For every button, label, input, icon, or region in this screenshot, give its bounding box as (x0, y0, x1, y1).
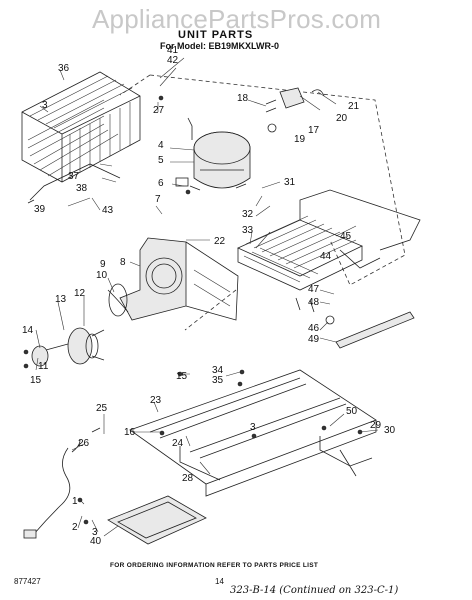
callout-36: 36 (58, 63, 70, 74)
callout-32: 32 (242, 209, 254, 220)
callout-24: 24 (172, 438, 184, 449)
callout-6: 6 (158, 178, 164, 189)
callout-45: 45 (340, 231, 352, 242)
callout-26: 26 (78, 438, 90, 449)
callout-27: 27 (153, 105, 165, 116)
callout-22: 22 (214, 236, 226, 247)
callout-15b: 15 (176, 371, 188, 382)
evaporator-coil (21, 71, 141, 204)
callout-12: 12 (74, 288, 86, 299)
callout-11: 11 (38, 361, 49, 372)
callout-41: 41 (167, 45, 179, 56)
callout-28: 28 (182, 473, 194, 484)
callout-42: 42 (167, 55, 179, 66)
callout-10: 10 (96, 270, 108, 281)
diagram-title: UNIT PARTS (178, 29, 254, 41)
callout-30: 30 (384, 425, 396, 436)
callout-1: 1 (72, 496, 78, 507)
callout-34: 34 (212, 365, 224, 376)
watermark: AppliancePartsPros.com (92, 4, 382, 34)
callout-38: 38 (76, 183, 88, 194)
callout-50: 50 (346, 406, 358, 417)
callout-7: 7 (155, 194, 161, 205)
callout-40: 40 (90, 536, 102, 547)
callout-19: 19 (294, 134, 306, 145)
callout-33: 33 (242, 225, 254, 236)
handwritten-note: 323-B-14 (Continued on 323-C-1) (230, 585, 399, 596)
callout-18: 18 (237, 93, 249, 104)
compressor (175, 117, 251, 191)
fan-motor (23, 327, 105, 369)
fan-bracket (119, 237, 239, 321)
callout-4: 4 (158, 140, 164, 151)
callout-37: 37 (68, 171, 80, 182)
callout-3: 3 (42, 100, 48, 111)
callout-44: 44 (320, 251, 332, 262)
ordering-note: FOR ORDERING INFORMATION REFER TO PARTS … (110, 562, 319, 569)
callout-35: 35 (212, 375, 224, 386)
callout-3b: 3 (250, 422, 256, 433)
callout-8: 8 (120, 257, 126, 268)
callout-2: 2 (72, 522, 78, 533)
relay-overload (265, 87, 325, 133)
condenser-coil (237, 189, 421, 291)
leader-lines (35, 57, 379, 537)
callout-3c: 3 (92, 527, 98, 538)
callout-20: 20 (336, 113, 348, 124)
callout-25: 25 (96, 403, 108, 414)
callout-15a: 15 (30, 375, 42, 386)
base-frame (129, 369, 377, 497)
callout-16: 16 (124, 427, 136, 438)
callout-49: 49 (308, 334, 320, 345)
callout-39: 39 (34, 204, 46, 215)
power-cord (23, 427, 101, 539)
page-code: 877427 (14, 577, 41, 586)
callout-43: 43 (102, 205, 114, 216)
callout-9: 9 (100, 259, 106, 270)
callout-47: 47 (308, 284, 320, 295)
callout-31: 31 (284, 177, 296, 188)
rail-bracket (295, 297, 415, 349)
callout-48: 48 (308, 297, 320, 308)
callout-17: 17 (308, 125, 320, 136)
model-line: For Model: EB19MKXLWR-0 (160, 41, 280, 51)
callout-23: 23 (150, 395, 162, 406)
callout-14: 14 (22, 325, 34, 336)
page-number: 14 (215, 577, 224, 586)
callout-13: 13 (55, 294, 67, 305)
callout-21: 21 (348, 101, 360, 112)
drain-pan (107, 495, 207, 545)
fan-blade (107, 283, 129, 317)
callout-46: 46 (308, 323, 320, 334)
callout-29: 29 (370, 420, 382, 431)
callout-5: 5 (158, 155, 164, 166)
